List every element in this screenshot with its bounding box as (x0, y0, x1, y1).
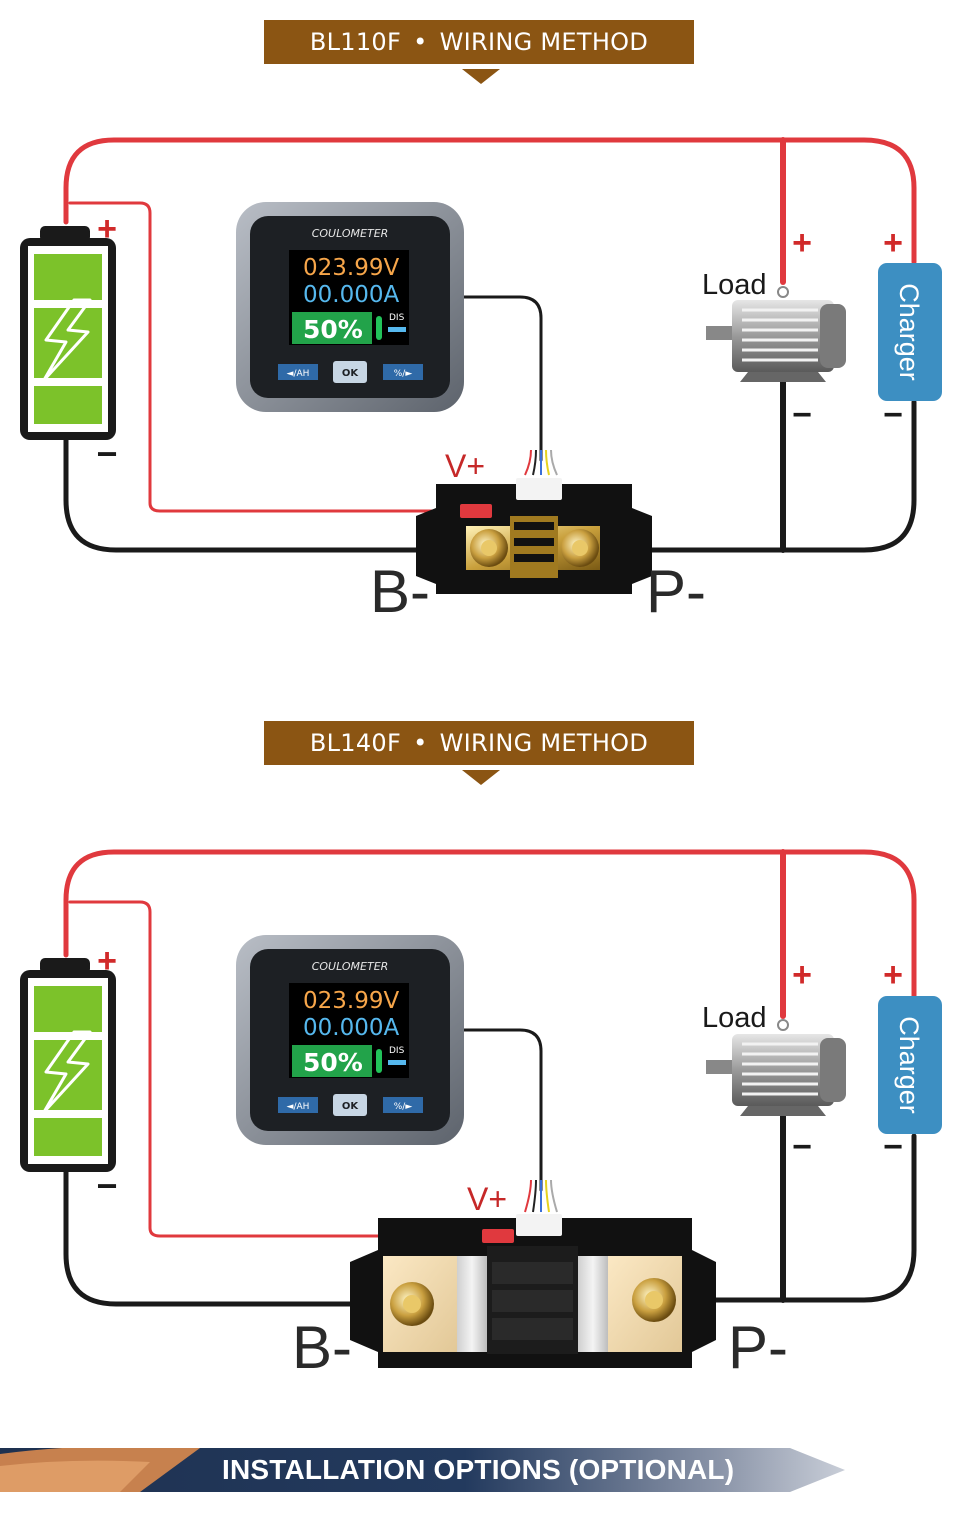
pminus-label: P- (646, 558, 706, 625)
pminus-label: P- (728, 1314, 788, 1381)
load-minus-label: − (792, 1128, 812, 1166)
charger-minus-label: − (883, 396, 903, 434)
meter-button-ok[interactable]: OK (342, 368, 360, 379)
shunt-device (350, 1214, 716, 1368)
footer-banner (0, 1448, 845, 1492)
load-plus-label: + (792, 956, 812, 994)
vplus-label: V+ (445, 448, 485, 484)
meter-status: DIS (389, 1046, 405, 1056)
meter-current: 00.000A (303, 282, 399, 308)
meter-status: DIS (389, 313, 405, 323)
meter-voltage: 023.99V (303, 255, 399, 281)
banner-title: WIRING METHOD (439, 28, 649, 56)
banner-arrow-icon (462, 69, 500, 84)
meter-button-right[interactable]: %/► (394, 1102, 413, 1112)
battery-icon (20, 958, 116, 1172)
charger-label: Charger (894, 283, 924, 381)
battery-plus-label: + (97, 942, 117, 980)
meter-percent: 50% (303, 1048, 363, 1077)
meter-brand: COULOMETER (312, 227, 389, 240)
charger-label: Charger (894, 1016, 924, 1114)
wiring-section-bl140f: BL140F • WIRING METHOD (0, 700, 960, 1440)
section-banner: BL140F • WIRING METHOD (264, 721, 694, 765)
charger-plus-label: + (883, 224, 903, 262)
banner-arrow-icon (462, 770, 500, 785)
signal-wires (524, 1179, 558, 1213)
load-label: Load (702, 1002, 767, 1034)
signal-wires (524, 449, 558, 476)
section-banner: BL110F • WIRING METHOD (264, 20, 694, 64)
negative-wires (63, 295, 917, 553)
motor-icon (706, 1019, 846, 1116)
vplus-label: V+ (467, 1181, 507, 1217)
wiring-diagram: + − COULOMETER 023.99V 00.000A 50% DIS ◄… (20, 137, 942, 625)
positive-wires (63, 849, 917, 1238)
banner-model: BL140F (309, 729, 402, 757)
charger-icon (878, 996, 942, 1134)
battery-minus-label: − (96, 1165, 117, 1206)
wiring-diagram: + − COULOMETER 023.99V 00.000A 50% DIS ◄… (20, 849, 942, 1381)
coulometer-device (236, 935, 464, 1145)
meter-button-left[interactable]: ◄/AH (287, 369, 310, 379)
bminus-label: B- (370, 558, 430, 625)
load-plus-label: + (792, 224, 812, 262)
battery-plus-label: + (97, 210, 117, 248)
banner-separator: • (413, 28, 428, 56)
charger-minus-label: − (883, 1128, 903, 1166)
negative-wires (63, 1028, 917, 1307)
coulometer-device (236, 202, 464, 412)
motor-icon (706, 286, 846, 382)
battery-icon (20, 226, 116, 440)
shunt-device (416, 478, 652, 594)
meter-percent: 50% (303, 315, 363, 344)
charger-plus-label: + (883, 956, 903, 994)
footer-title: INSTALLATION OPTIONS (OPTIONAL) (222, 1454, 735, 1485)
wiring-section-bl110f: BL110F • WIRING METHOD (0, 0, 960, 700)
positive-wires (63, 137, 917, 513)
load-label: Load (702, 269, 767, 301)
meter-button-ok[interactable]: OK (342, 1101, 360, 1112)
banner-title: WIRING METHOD (439, 729, 649, 757)
meter-current: 00.000A (303, 1015, 399, 1041)
meter-button-left[interactable]: ◄/AH (287, 1102, 310, 1112)
meter-button-right[interactable]: %/► (394, 369, 413, 379)
charger-icon (878, 263, 942, 401)
bminus-label: B- (292, 1314, 352, 1381)
banner-model: BL110F (309, 28, 402, 56)
meter-brand: COULOMETER (312, 960, 389, 973)
banner-separator: • (413, 729, 428, 757)
meter-voltage: 023.99V (303, 988, 399, 1014)
load-minus-label: − (792, 396, 812, 434)
battery-minus-label: − (96, 433, 117, 474)
